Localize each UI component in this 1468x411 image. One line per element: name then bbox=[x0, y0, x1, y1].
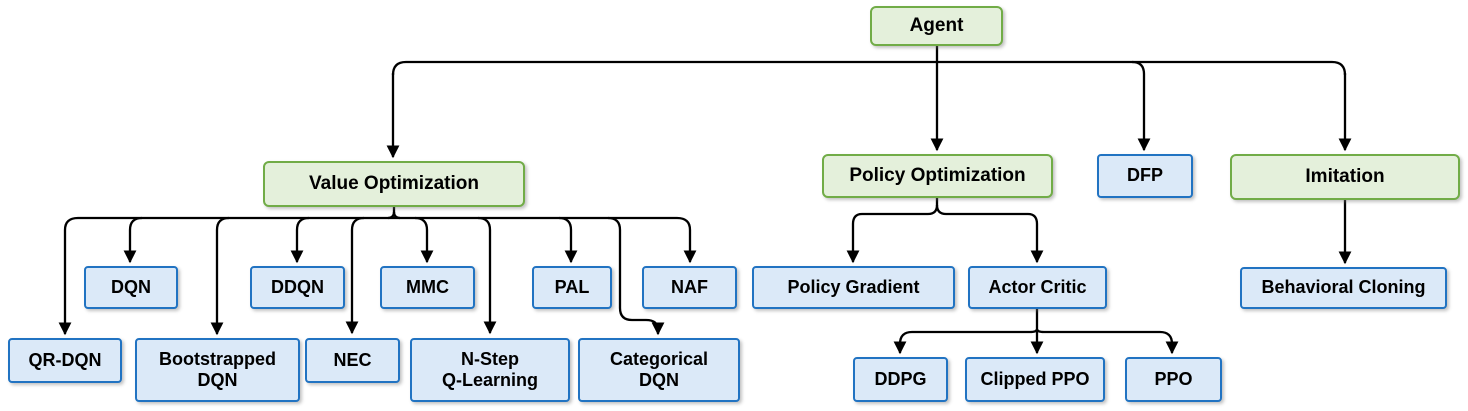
node-qr-dqn: QR-DQN bbox=[8, 338, 122, 383]
node-naf: NAF bbox=[642, 266, 737, 309]
node-imitation: Imitation bbox=[1230, 154, 1460, 200]
node-dqn: DQN bbox=[84, 266, 178, 309]
node-ppo: PPO bbox=[1125, 357, 1222, 402]
node-policy-gradient: Policy Gradient bbox=[752, 266, 955, 309]
node-pal: PAL bbox=[532, 266, 612, 309]
node-clipped-ppo: Clipped PPO bbox=[965, 357, 1105, 402]
node-nec: NEC bbox=[305, 338, 400, 383]
node-mmc: MMC bbox=[380, 266, 475, 309]
node-categorical-dqn: Categorical DQN bbox=[578, 338, 740, 402]
node-ddqn: DDQN bbox=[250, 266, 345, 309]
node-ddpg: DDPG bbox=[853, 357, 948, 402]
node-agent: Agent bbox=[870, 6, 1003, 46]
node-n-step-q-learning: N-Step Q-Learning bbox=[410, 338, 570, 402]
node-behavioral-cloning: Behavioral Cloning bbox=[1240, 267, 1447, 309]
node-actor-critic: Actor Critic bbox=[968, 266, 1107, 309]
node-bootstrapped-dqn: Bootstrapped DQN bbox=[135, 338, 300, 402]
node-value-optimization: Value Optimization bbox=[263, 161, 525, 207]
node-policy-optimization: Policy Optimization bbox=[822, 154, 1053, 198]
node-dfp: DFP bbox=[1097, 154, 1193, 198]
